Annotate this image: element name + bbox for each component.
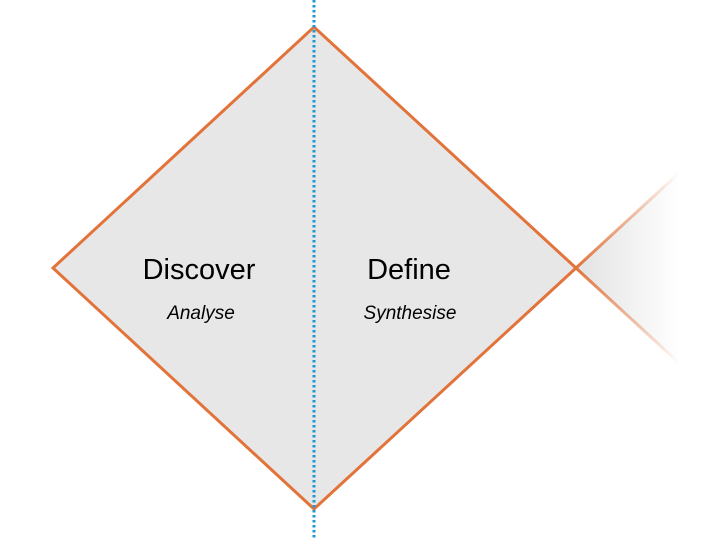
phase-define-title: Define [367, 254, 451, 286]
phase-discover-subtitle: Analyse [166, 303, 235, 324]
next-diamond-fill [576, 172, 680, 364]
diamond-shape [50, 24, 579, 512]
phase-discover-title: Discover [143, 254, 256, 286]
next-diamond-upper-edge [574, 170, 682, 270]
phase-define-subtitle: Synthesise [364, 303, 457, 324]
next-diamond-lower-edge [574, 266, 682, 366]
